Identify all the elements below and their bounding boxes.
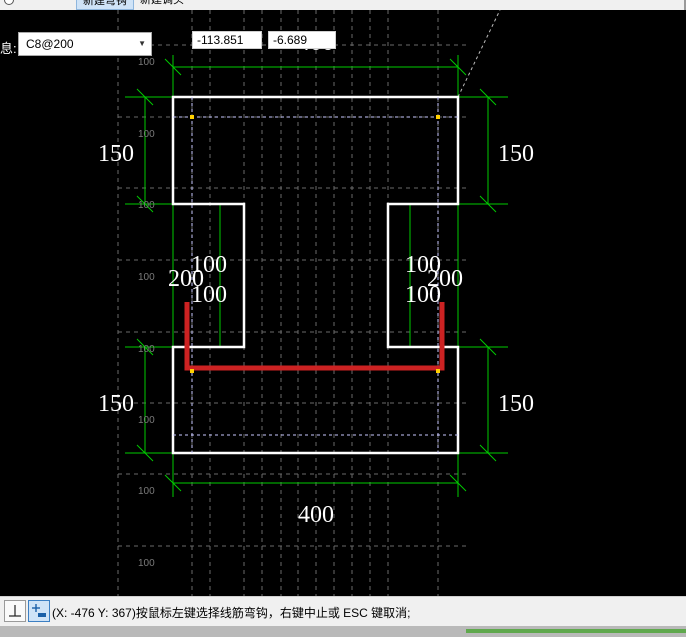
dim-tick: [136, 88, 154, 106]
snap-grid-icon: [32, 604, 46, 617]
dim-tick: [479, 195, 497, 213]
dim-tick: [136, 338, 154, 356]
coord-x-input[interactable]: -113.851: [192, 31, 262, 49]
dim-right-web-label-b: 100: [405, 282, 441, 308]
grid-label: 100: [138, 200, 155, 211]
dim-left-top-label: 150: [98, 141, 134, 167]
tab-new-hook[interactable]: 新建弯钩: [76, 0, 134, 10]
rebar-hook[interactable]: [184, 302, 445, 371]
grid-label: 100: [138, 57, 155, 68]
status-bar: (X: -476 Y: 367)按鼠标左键选择线筋弯钩，右键中止或 ESC 键取…: [0, 596, 686, 627]
grid-label: 100: [138, 129, 155, 140]
chevron-down-icon: ▼: [138, 39, 146, 48]
coord-y-input[interactable]: -6.689: [268, 31, 336, 49]
dim-tick: [136, 444, 154, 462]
tab-new-turn[interactable]: 新建调头: [140, 0, 184, 6]
rebar-spec-select[interactable]: C8@200 ▼: [18, 32, 152, 56]
snap-grid-button[interactable]: [28, 600, 50, 622]
dim-left-web-label-b: 100: [191, 282, 227, 308]
dimension-lines: [125, 10, 508, 497]
dim-left-web-label-a: 100: [191, 252, 227, 278]
drawing-canvas[interactable]: 400 400 150 150 150 150 200 200 100 100 …: [0, 10, 686, 596]
dim-tick: [449, 58, 467, 76]
inner-dashes: [173, 97, 458, 453]
grid-labels: 100 100 100 100 100 100 100 100: [138, 57, 155, 569]
grid-label: 100: [138, 272, 155, 283]
grid-label: 100: [138, 415, 155, 426]
ortho-icon: [9, 605, 21, 617]
section-drawing: 400 400 150 150 150 150 200 200 100 100 …: [98, 10, 534, 596]
dimension-labels: 400 400 150 150 150 150 200 200 100 100 …: [98, 30, 534, 528]
dim-right-200-label: 200: [427, 266, 463, 292]
section-outline: [171, 95, 460, 455]
dim-right-web-label-a: 100: [405, 252, 441, 278]
leader-line: [457, 10, 501, 98]
dim-bottom-label: 400: [298, 502, 334, 528]
rebar-spec-value: C8@200: [26, 37, 74, 51]
dim-right-bottom-label: 150: [498, 391, 534, 417]
dim-tick: [164, 474, 182, 492]
dim-left-bottom-label: 150: [98, 391, 134, 417]
grid-label: 100: [138, 344, 155, 355]
dim-tick: [479, 338, 497, 356]
rebar-info-label: 息:: [0, 41, 17, 56]
rebar-corner-mark: [436, 369, 440, 373]
dim-right-top-label: 150: [498, 141, 534, 167]
grid-label: 100: [138, 486, 155, 497]
dim-tick: [479, 444, 497, 462]
rebar-corner-mark: [436, 115, 440, 119]
dim-tick: [136, 195, 154, 213]
dim-tick: [164, 58, 182, 76]
rebar-corner-mark: [190, 115, 194, 119]
rebar-corner-mark: [190, 369, 194, 373]
toolbar: 新建弯钩 新建调头: [0, 0, 686, 10]
status-message: (X: -476 Y: 367)按鼠标左键选择线筋弯钩，右键中止或 ESC 键取…: [52, 606, 411, 620]
scrollbar-edge: [684, 0, 686, 10]
grid-label: 100: [138, 558, 155, 569]
dim-tick: [479, 88, 497, 106]
ortho-button[interactable]: [4, 600, 26, 622]
taskbar-highlight: [466, 629, 686, 633]
dim-tick: [449, 474, 467, 492]
dim-left-200-label: 200: [168, 266, 204, 292]
window-bottom-edge: [0, 626, 686, 637]
radio-button[interactable]: [4, 0, 14, 5]
